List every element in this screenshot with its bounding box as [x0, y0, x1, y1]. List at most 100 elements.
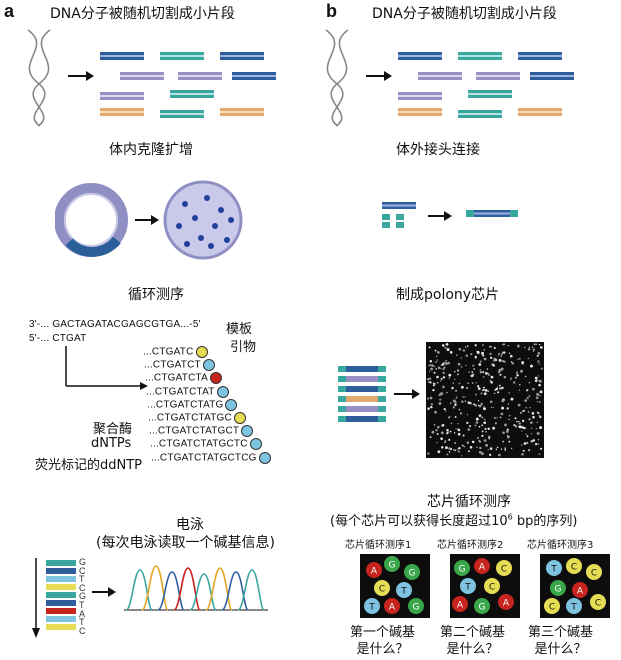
- polony-dot: [427, 407, 430, 410]
- polony-dot: [476, 446, 478, 448]
- polony-dot: [435, 355, 438, 358]
- polony-dot: [457, 422, 459, 425]
- extension-product: ...CTGATC: [143, 346, 208, 358]
- polony-dot: [517, 403, 521, 407]
- polony-dot: [508, 352, 511, 354]
- polony-dot: [492, 426, 496, 430]
- polony-dot: [506, 407, 509, 410]
- panel-b-title: DNA分子被随机切割成小片段: [372, 6, 557, 22]
- polony-dot: [516, 371, 518, 374]
- polony-dot: [497, 453, 501, 457]
- polony-dot: [471, 371, 474, 373]
- polony-dot: [477, 436, 480, 439]
- polony-dot: [502, 343, 505, 346]
- polony-dot: [490, 406, 493, 409]
- polony-dot: [433, 371, 436, 374]
- svg-text:G: G: [409, 569, 416, 579]
- polony-dot: [487, 390, 489, 392]
- extension-product: ...CTGATCTATGCT: [149, 425, 254, 438]
- chromatogram: [124, 565, 268, 611]
- polony-dot: [487, 372, 490, 375]
- polony-dot: [483, 386, 485, 389]
- polony-dot: [511, 362, 515, 365]
- polony-dot: [526, 435, 529, 438]
- polony-dot: [457, 428, 461, 432]
- polony-dot: [482, 344, 484, 346]
- polony-dot: [539, 395, 541, 397]
- svg-text:A: A: [371, 567, 378, 577]
- polony-dot: [478, 414, 482, 417]
- polony-dot: [481, 416, 484, 419]
- svg-text:A: A: [479, 563, 486, 573]
- polony-dot: [458, 408, 461, 411]
- dye-terminator-icon: [249, 438, 262, 451]
- polony-dot: [442, 371, 445, 375]
- polony-dot: [492, 406, 494, 409]
- polony-dot: [511, 447, 513, 449]
- polony-dot: [480, 392, 483, 395]
- extension-product-sequence: ...CTGATC: [143, 346, 194, 358]
- polony-dot: [520, 369, 523, 373]
- adapter-ligation-illustration: [382, 202, 518, 228]
- polony-dot: [475, 417, 479, 421]
- polony-dot: [458, 382, 461, 385]
- chip-1-question: 第一个碱基 是什么？: [350, 624, 415, 658]
- svg-text:A: A: [457, 601, 464, 611]
- polony-dot: [462, 434, 465, 437]
- polony-dot: [481, 351, 484, 355]
- polony-dot: [433, 424, 436, 426]
- step-in-vivo-clone-amplification: 体内克隆扩增: [109, 142, 193, 158]
- panel-b-label: b: [326, 1, 337, 21]
- polony-dot: [521, 430, 523, 432]
- panel-a-title: DNA分子被随机切割成小片段: [50, 6, 235, 22]
- polony-dot: [478, 363, 482, 366]
- polony-dot: [488, 437, 491, 440]
- gel-base-letter: C: [79, 625, 86, 636]
- polony-chip-illustration: [338, 342, 544, 458]
- extension-product-sequence: ...CTGATCTA: [145, 373, 208, 385]
- polony-dot: [436, 442, 438, 444]
- svg-text:C: C: [379, 585, 385, 595]
- polony-dot: [481, 434, 484, 437]
- polony-dot: [504, 423, 507, 427]
- colony-icon: [163, 180, 243, 260]
- svg-text:A: A: [577, 587, 584, 597]
- polony-dot: [428, 370, 431, 373]
- polony-dot: [514, 376, 518, 379]
- polony-dot: [478, 425, 481, 428]
- polony-dot: [504, 449, 507, 451]
- polony-dot: [500, 355, 502, 357]
- polony-dot: [485, 431, 487, 433]
- polony-dot: [434, 349, 437, 352]
- polony-dot: [525, 375, 527, 378]
- polony-dot: [506, 428, 509, 431]
- polony-dot: [499, 384, 501, 387]
- polony-dot: [538, 401, 541, 403]
- polony-dot: [500, 448, 503, 450]
- polony-dot: [449, 430, 452, 433]
- polony-dot: [429, 381, 431, 383]
- polony-dot: [490, 381, 493, 384]
- polony-dot: [510, 379, 512, 381]
- polony-dot: [448, 431, 450, 433]
- polony-dot: [530, 433, 532, 435]
- polony-dot: [524, 346, 526, 349]
- polony-dot: [501, 360, 505, 363]
- polony-dot: [469, 446, 473, 449]
- polony-dot: [433, 365, 436, 368]
- svg-text:T: T: [368, 603, 375, 613]
- polony-dot: [457, 448, 459, 450]
- polony-dot: [535, 343, 538, 346]
- gel-bands: [46, 560, 76, 630]
- polony-dot: [502, 431, 505, 434]
- polony-dot: [475, 382, 477, 384]
- polony-dot: [431, 430, 435, 434]
- polony-dot: [537, 351, 541, 355]
- polony-dot: [429, 436, 432, 438]
- polony-dot: [520, 444, 523, 446]
- template-sequence: 3'-... GACTAGATACGAGCGTGA...-5': [29, 319, 201, 330]
- polony-dot: [495, 448, 498, 451]
- polony-dot: [453, 370, 456, 373]
- polony-dot: [460, 455, 463, 457]
- arrow-icon: [366, 71, 392, 81]
